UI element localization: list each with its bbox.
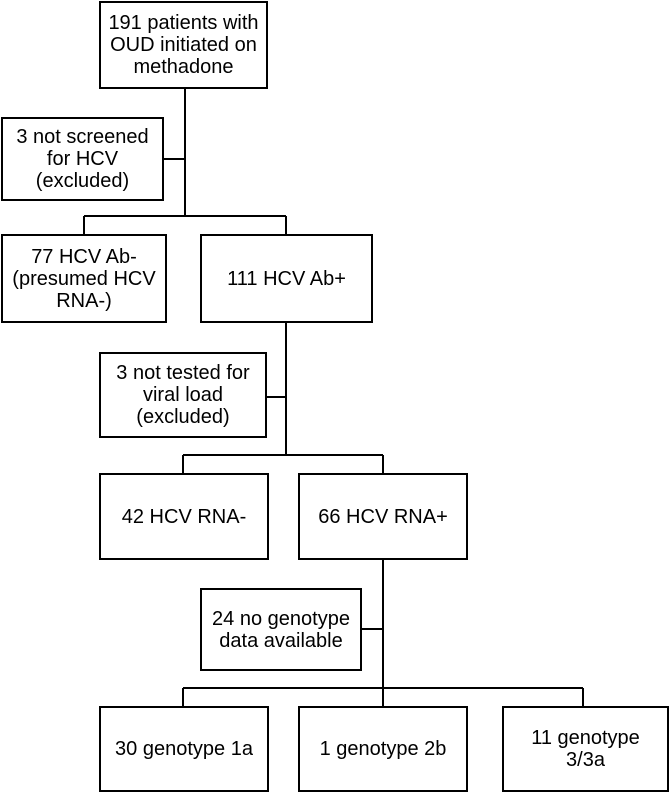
excluded-screening-box: 3 not screened for HCV (excluded) <box>1 117 164 201</box>
hcv-ab-positive-label: 111 HCV Ab+ <box>227 267 346 290</box>
no-genotype-label: 24 no genotype data available <box>212 607 350 652</box>
genotype-1a-box: 30 genotype 1a <box>99 706 269 792</box>
genotype-2b-box: 1 genotype 2b <box>298 706 468 792</box>
hcv-rna-positive-box: 66 HCV RNA+ <box>298 473 468 560</box>
hcv-ab-negative-label: 77 HCV Ab- (presumed HCV RNA-) <box>12 245 156 312</box>
genotype-2b-label: 1 genotype 2b <box>319 738 447 760</box>
no-genotype-box: 24 no genotype data available <box>200 588 362 671</box>
genotype-3-box: 11 genotype 3/3a <box>502 706 669 792</box>
excluded-viral-load-label: 3 not tested for viral load (excluded) <box>116 362 250 428</box>
start-box: 191 patients with OUD initiated on metha… <box>99 1 268 89</box>
hcv-ab-negative-box: 77 HCV Ab- (presumed HCV RNA-) <box>1 234 167 323</box>
excluded-viral-load-box: 3 not tested for viral load (excluded) <box>99 352 267 438</box>
start-label: 191 patients with OUD initiated on metha… <box>108 12 259 78</box>
genotype-1a-label: 30 genotype 1a <box>115 738 253 760</box>
hcv-rna-negative-box: 42 HCV RNA- <box>99 473 269 560</box>
hcv-ab-positive-box: 111 HCV Ab+ <box>200 234 373 323</box>
excluded-screening-label: 3 not screened for HCV (excluded) <box>16 126 149 192</box>
hcv-rna-positive-label: 66 HCV RNA+ <box>318 505 448 528</box>
hcv-rna-negative-label: 42 HCV RNA- <box>121 505 247 528</box>
genotype-3-label: 11 genotype 3/3a <box>531 727 640 771</box>
